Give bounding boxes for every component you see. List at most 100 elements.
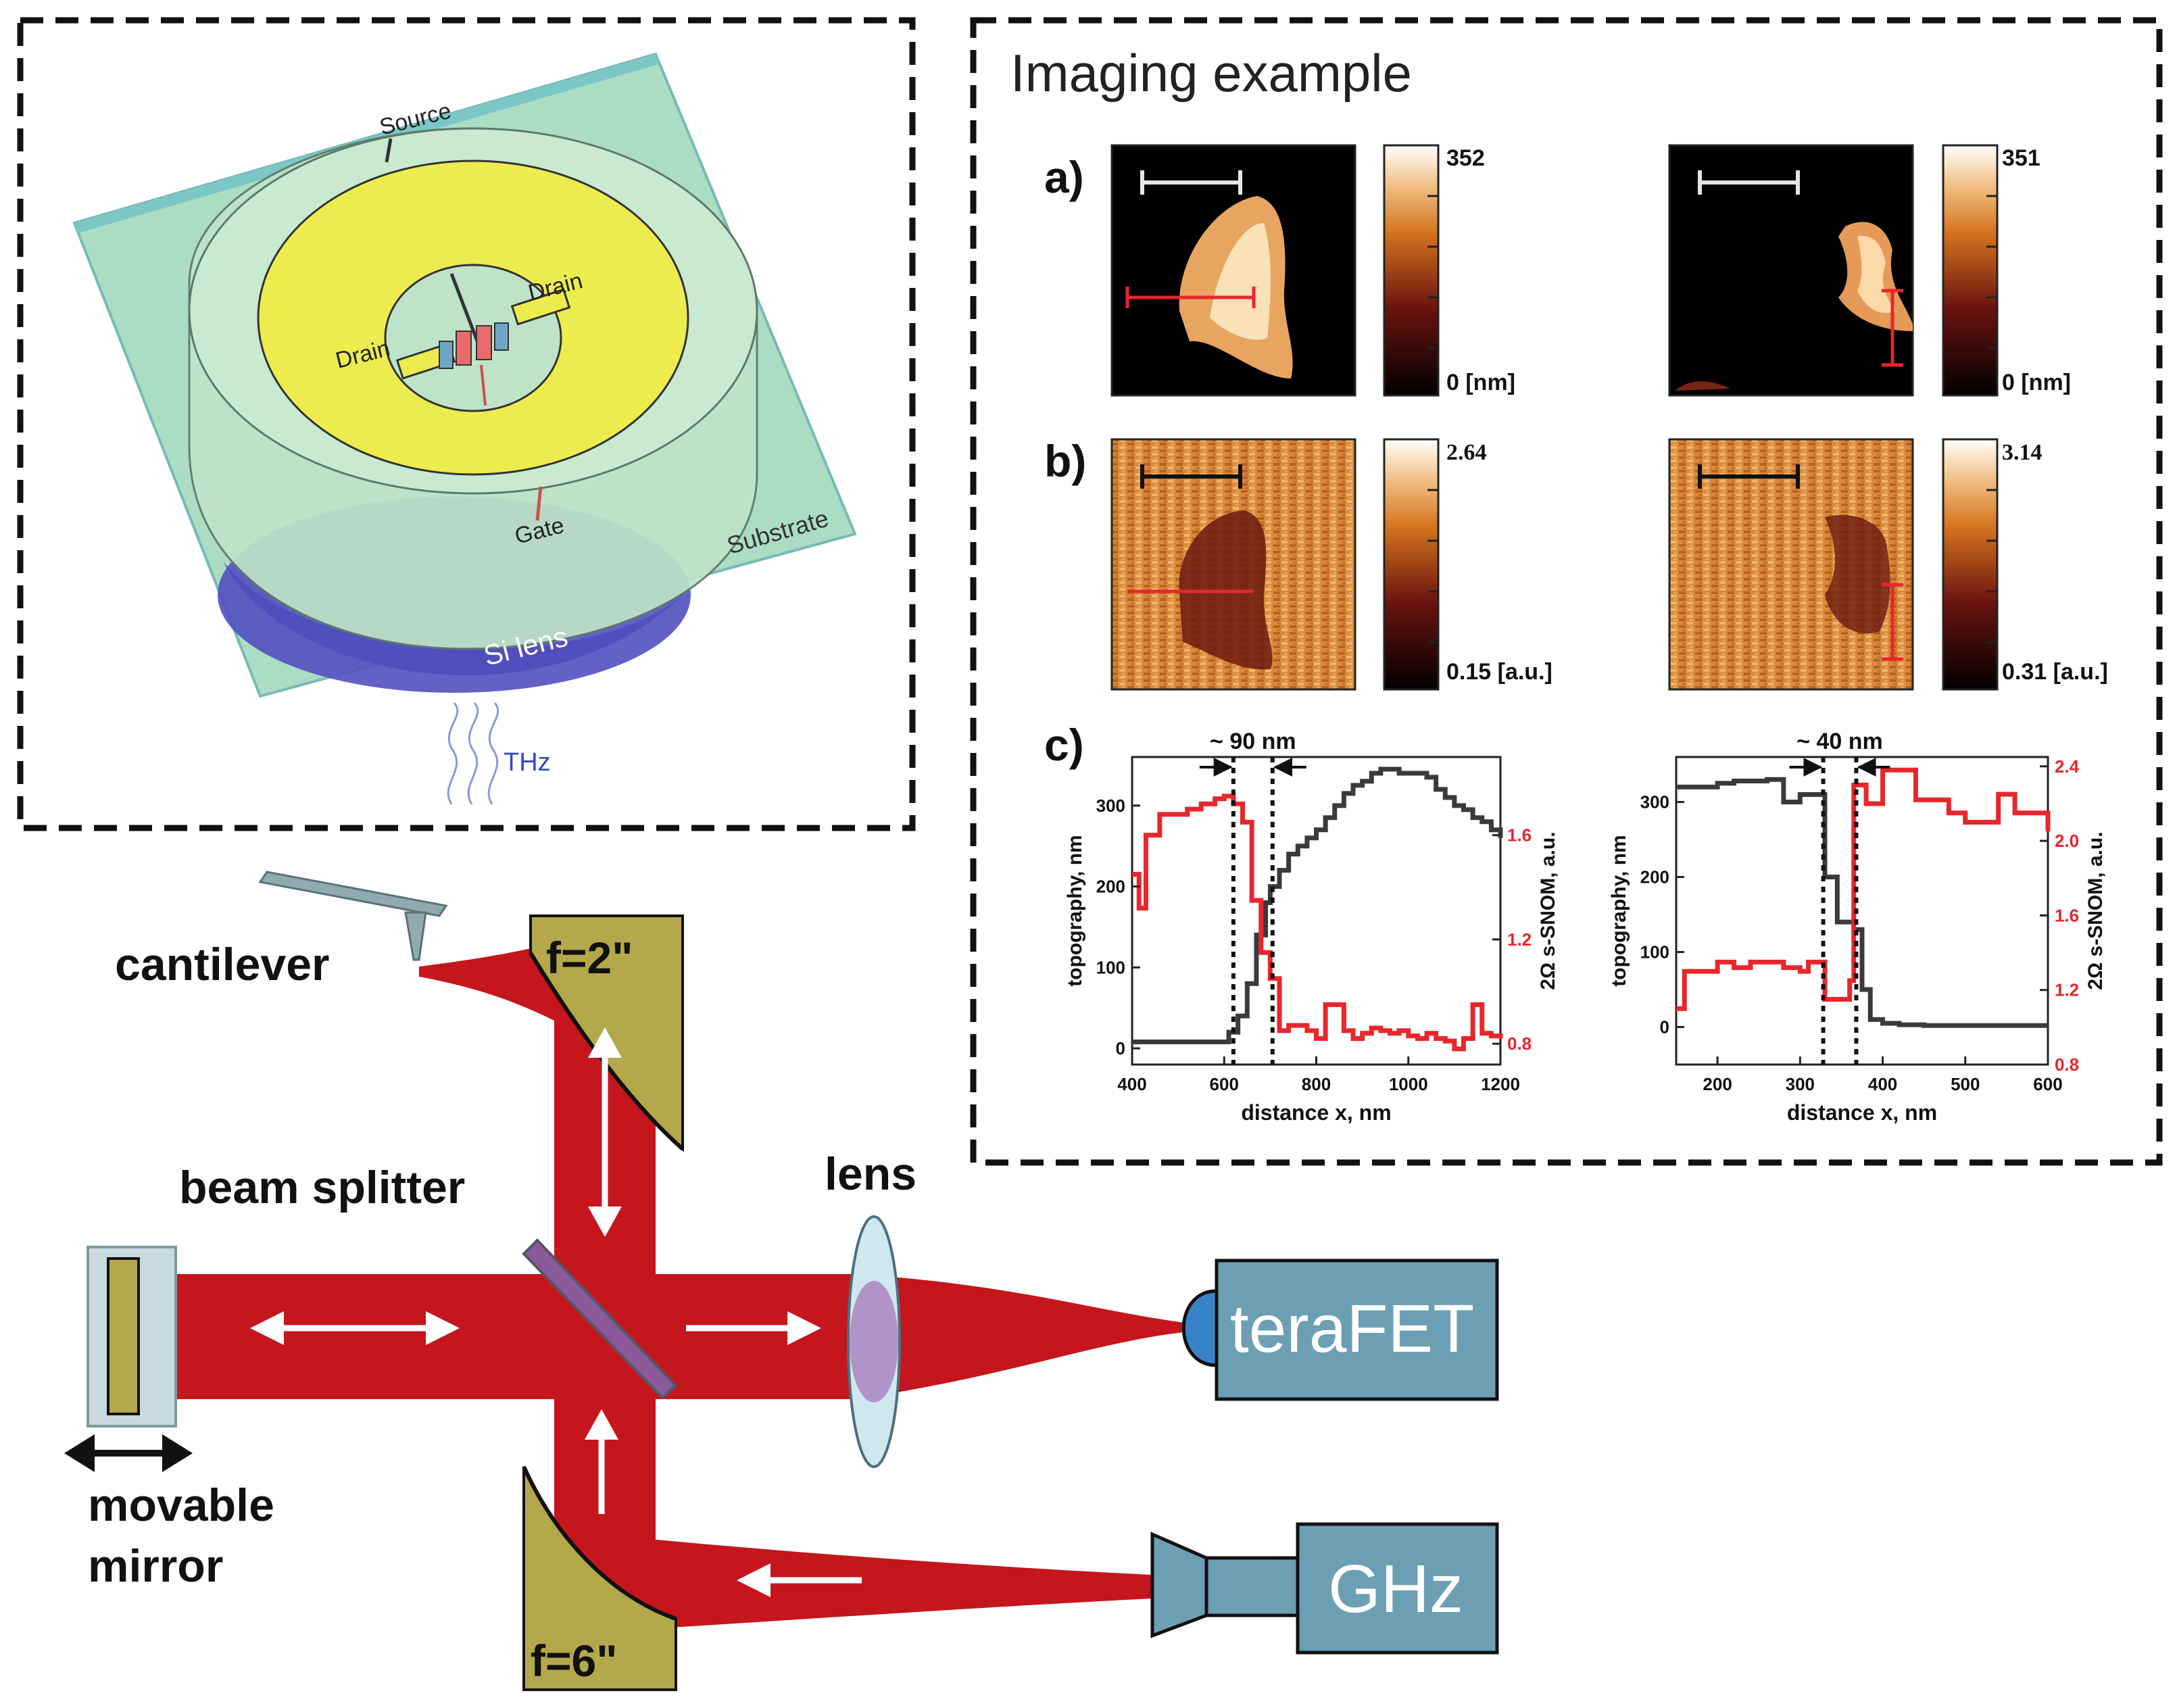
cantilever-beam [419, 943, 554, 1021]
ghz-source [1150, 1522, 1499, 1655]
gate-finger-1 [456, 331, 472, 366]
colorbar-a-left: 352 0 [nm] [1383, 144, 1515, 397]
arrow-down-icon [588, 1206, 622, 1237]
x-tick-label: 1200 [1481, 1074, 1520, 1094]
colorbar-b-right: 3.14 0.31 [a.u.] [1942, 438, 2108, 691]
panel-label-c: c) [1044, 720, 1084, 770]
beam-paths [139, 936, 1190, 1629]
y-axis-label: topography, nm [1064, 835, 1086, 986]
panel-label-a: a) [1044, 152, 1084, 202]
channel-2 [494, 322, 509, 351]
horizontal-beam [139, 1274, 1190, 1399]
y-right-tick-label: 1.6 [2055, 905, 2079, 925]
setup-diagram: cantilever f=2" f=6" beam splitter [64, 871, 1499, 1691]
colorbar-b-left-min: 0.15 [a.u.] [1446, 659, 1552, 685]
f6-label: f=6" [531, 1636, 618, 1686]
topography-series-line [1676, 777, 2048, 1028]
snom-image-left [1110, 438, 1356, 691]
x-tick-label: 1000 [1389, 1074, 1428, 1094]
plot-area [1675, 756, 2049, 1066]
y-right-tick-label: 1.2 [1507, 929, 1532, 950]
device-panel-frame [17, 17, 916, 831]
y-right-tick-label: 2.4 [2055, 756, 2080, 777]
beam-splitter [522, 1238, 678, 1400]
channel-1 [439, 341, 454, 369]
colorbar-b-right-max: 3.14 [2002, 440, 2043, 465]
imaging-panel-frame [970, 17, 2163, 1166]
imaging-title: Imaging example [1010, 43, 1412, 103]
beam-direction-arrows [250, 1027, 862, 1597]
x-tick-label: 200 [1703, 1074, 1732, 1094]
device-panel: Source Drain Drain Gate Substrate Si len… [17, 17, 916, 831]
y-right-tick-label: 2.0 [2055, 831, 2079, 851]
x-tick-label: 300 [1786, 1074, 1815, 1094]
topography-series-line [1132, 766, 1503, 1044]
snom-series-line [1676, 767, 2051, 1011]
beam-splitter-label: beam splitter [179, 1162, 465, 1213]
x-tick-label: 400 [1868, 1074, 1897, 1094]
colorbar-b-left: 2.64 0.15 [a.u.] [1383, 438, 1552, 691]
colorbar-a-left-min: 0 [nm] [1446, 370, 1515, 395]
y-tick-label: 300 [1096, 796, 1125, 816]
y-tick-label: 200 [1096, 877, 1125, 897]
arrow-up-icon [588, 1027, 622, 1058]
ghz-beam [635, 1538, 1152, 1629]
ring-aperture [384, 264, 562, 412]
terafet-detector [1181, 1259, 1499, 1401]
linescan-chart-right: ~ 40 nm 200 300 400 500 600 0 100 200 300 0.8 1.2 1.… [1608, 729, 2107, 1125]
y-right-tick-label: 0.8 [2055, 1054, 2079, 1075]
colorbar-b-right-min: 0.31 [a.u.] [2002, 659, 2108, 685]
x-tick-label: 400 [1117, 1074, 1146, 1094]
colorbar-a-right-min: 0 [nm] [2002, 370, 2071, 395]
x-axis-label: distance x, nm [1787, 1100, 1937, 1125]
movable-mirror [87, 1246, 177, 1428]
y-right-axis-label: 2Ω s-SNOM, a.u. [1537, 831, 1559, 990]
x-tick-label: 600 [1210, 1074, 1239, 1094]
snom-series-line [1132, 794, 1503, 1052]
lens-label: lens [825, 1148, 916, 1200]
snom-image-right [1668, 438, 1914, 691]
movable-arrow-icon [64, 1434, 193, 1472]
ghz-label: GHz [1328, 1551, 1463, 1627]
movable-label: movable [88, 1480, 274, 1531]
y-tick-label: 200 [1640, 867, 1669, 887]
gate-feed [480, 364, 487, 406]
y-tick-label: 100 [1640, 942, 1669, 962]
colorbar-b-left-max: 2.64 [1446, 440, 1487, 465]
terafet-label: teraFET [1230, 1291, 1474, 1367]
x-tick-label: 800 [1302, 1074, 1331, 1094]
colorbar-a-right-max: 351 [2002, 145, 2040, 171]
colorbar-a-left-max: 352 [1446, 145, 1485, 171]
thz-waves [447, 702, 499, 805]
chart-title: ~ 40 nm [1796, 729, 1883, 754]
x-tick-label: 600 [2033, 1074, 2062, 1094]
imaging-panel: Imaging example a) b) c) 352 0 [nm] [970, 17, 2163, 1166]
x-axis-label: distance x, nm [1241, 1100, 1391, 1125]
plot-area [1131, 756, 1502, 1066]
thz-label: THz [504, 748, 551, 777]
y-tick-label: 0 [1660, 1017, 1669, 1038]
y-tick-label: 0 [1116, 1038, 1125, 1058]
arrow-left-icon [250, 1311, 284, 1345]
y-axis-label: topography, nm [1608, 835, 1630, 986]
x-tick-label: 500 [1951, 1074, 1980, 1094]
cantilever [258, 871, 448, 961]
mirror-f6 [522, 1465, 677, 1691]
f2-label: f=2" [546, 933, 633, 983]
cantilever-label: cantilever [115, 939, 330, 990]
y-tick-label: 100 [1096, 957, 1125, 977]
topography-image-right [1668, 144, 1914, 397]
panel-label-b: b) [1044, 436, 1086, 486]
arrow-right-icon [426, 1311, 460, 1345]
focusing-lens [847, 1215, 901, 1468]
drain-pad-right [510, 288, 571, 326]
y-tick-label: 300 [1640, 792, 1669, 812]
topography-image-left [1110, 144, 1356, 397]
gate-finger-2 [476, 325, 492, 360]
y-right-tick-label: 1.2 [2055, 980, 2079, 1000]
colorbar-a-right: 351 0 [nm] [1942, 144, 2071, 397]
source-line [385, 138, 393, 163]
chart-title: ~ 90 nm [1210, 729, 1296, 754]
